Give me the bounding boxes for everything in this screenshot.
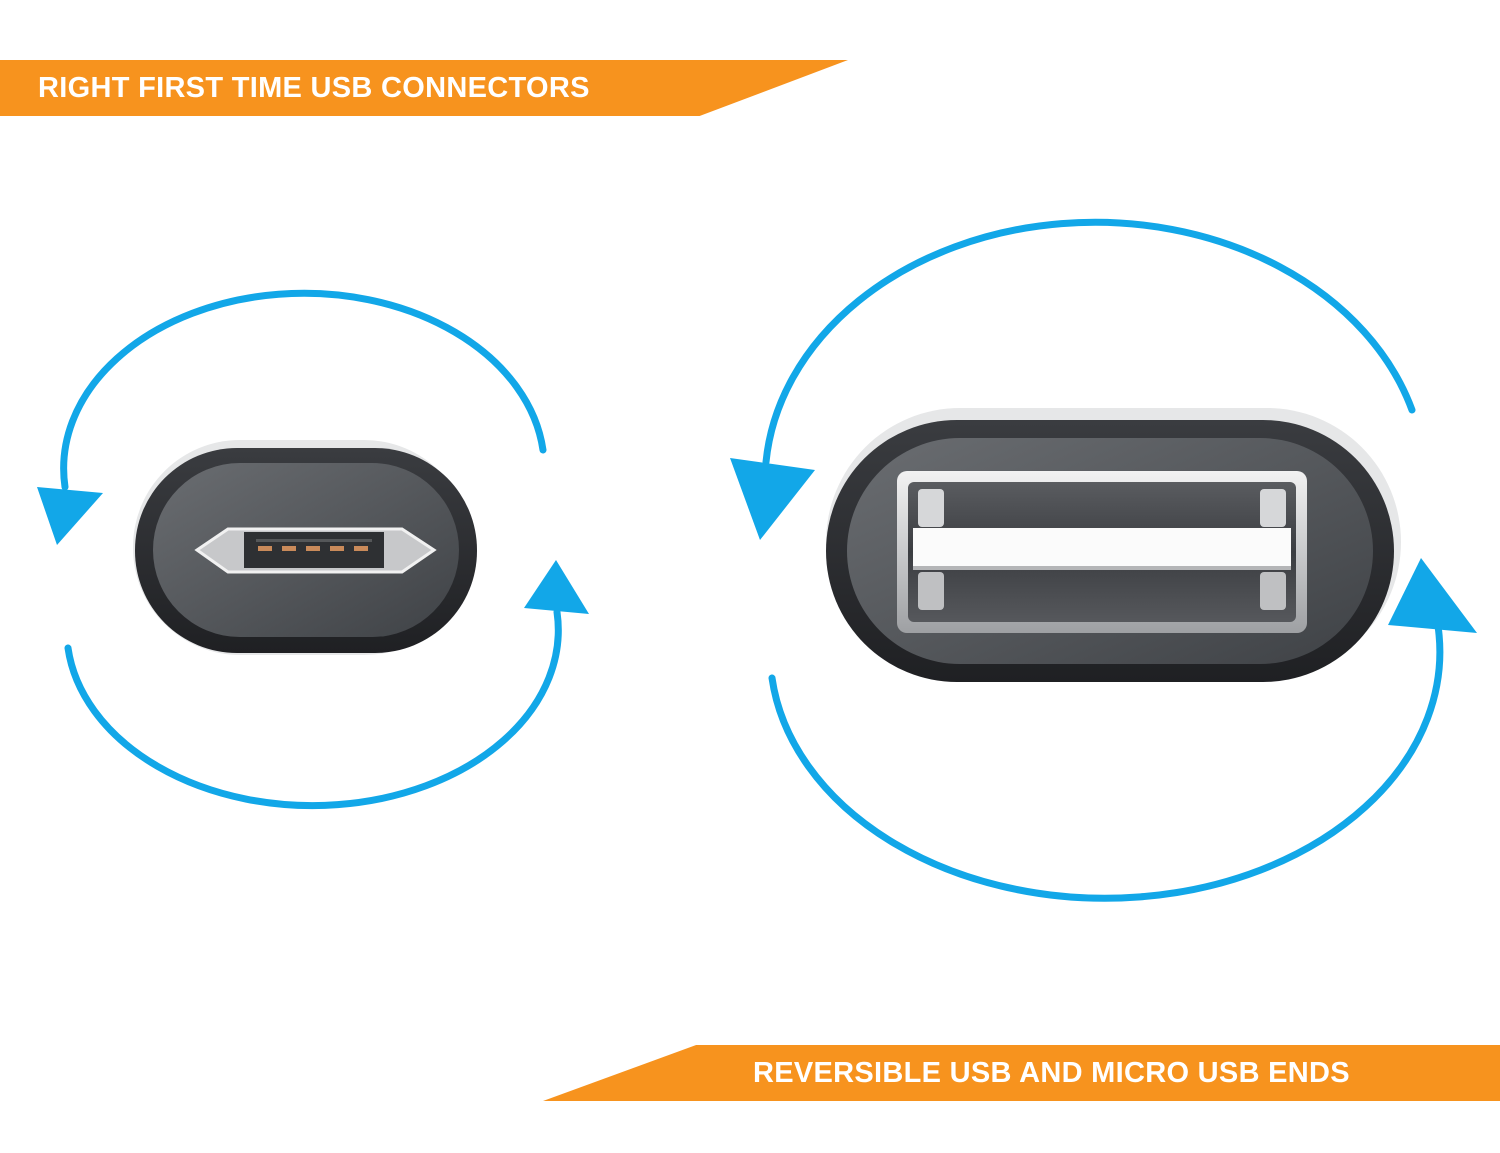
smudge-mark [287,820,377,830]
rotate-arrow-bottom-icon [64,560,589,810]
rotate-arrow-bottom-icon [768,558,1477,902]
micro-usb-pins [256,539,372,551]
bottom-banner-text: REVERSIBLE USB AND MICRO USB ENDS [753,1056,1350,1089]
micro-usb-rotate-arrows [37,289,589,810]
bottom-banner: REVERSIBLE USB AND MICRO USB ENDS [543,1045,1500,1101]
rotate-arrow-top-icon [730,218,1416,540]
usb-a-port-icon [826,408,1401,682]
rotate-arrow-top-icon [37,289,547,545]
usb-a-rotate-arrows [730,218,1477,902]
top-banner-text: RIGHT FIRST TIME USB CONNECTORS [38,71,590,104]
top-banner: RIGHT FIRST TIME USB CONNECTORS [0,60,848,116]
micro-usb-port-icon [133,440,477,655]
